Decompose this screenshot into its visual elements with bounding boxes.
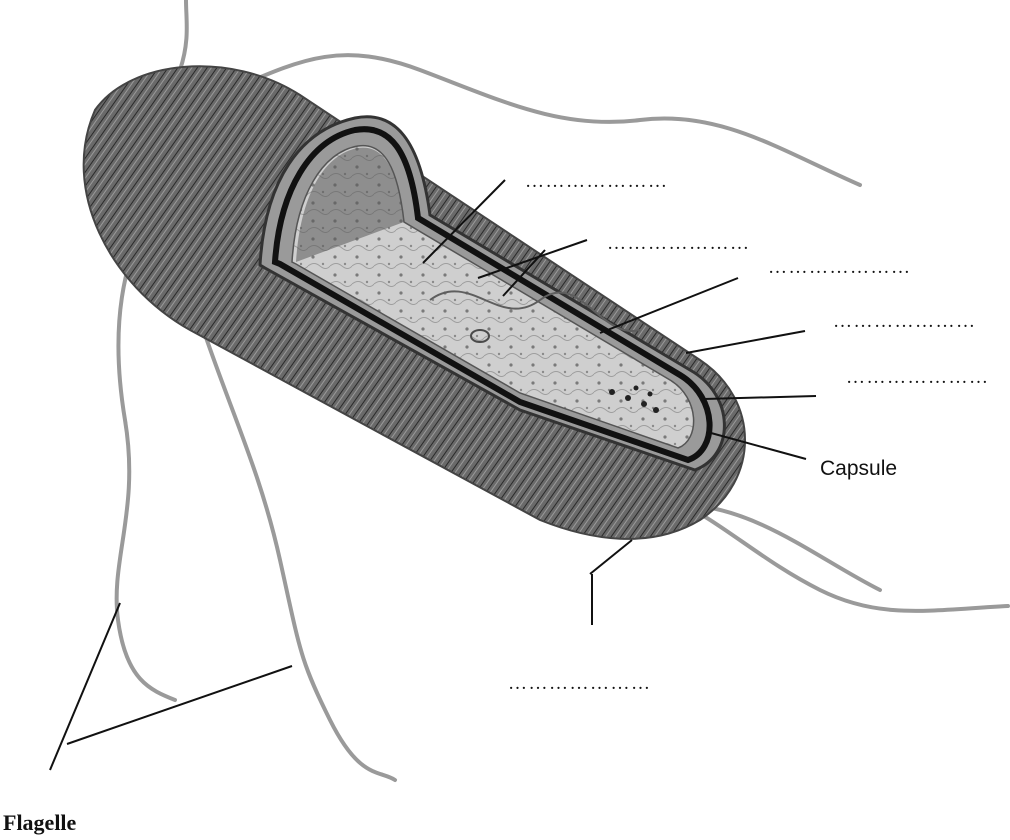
capsule-label: Capsule [820,458,897,479]
flagellum-top-inner [180,0,187,70]
flagellum-right-2 [690,505,880,590]
blank-label-5[interactable]: ………………… [846,368,990,387]
flagella-label: Flagelle [3,812,76,834]
blank-label-2[interactable]: ………………… [607,234,751,253]
blank-label-6[interactable]: ………………… [508,674,652,693]
blank-label-4[interactable]: ………………… [833,312,977,331]
blank-label-1[interactable]: ………………… [525,172,669,191]
cell-body [84,66,745,539]
flagellum-right [670,498,1008,611]
blank-label-3[interactable]: ………………… [768,258,912,277]
